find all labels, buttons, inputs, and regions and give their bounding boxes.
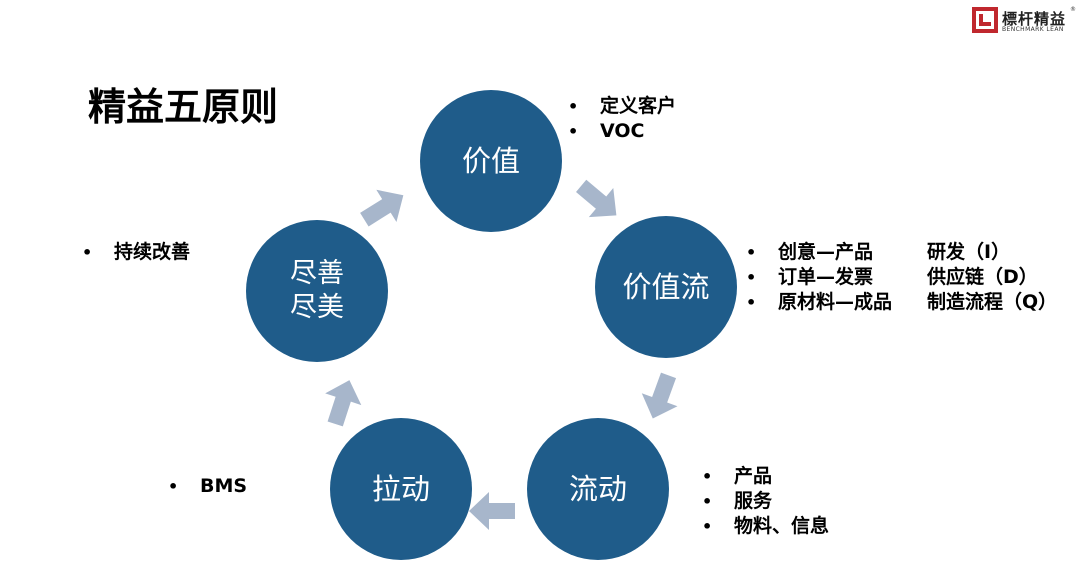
pull-bullet-list: BMS xyxy=(168,474,247,499)
node-pull: 拉动 xyxy=(330,418,472,560)
node-value-label: 价值 xyxy=(461,144,520,178)
list-item-right: 研发（I） xyxy=(927,241,1011,263)
list-item: 持续改善 xyxy=(82,240,190,265)
node-perfection: 尽善 尽美 xyxy=(246,220,388,362)
perfection-bullet-list: 持续改善 xyxy=(82,240,190,265)
list-item: BMS xyxy=(168,474,247,499)
arrow-flow-to-pull-icon xyxy=(469,492,515,530)
value-bullet-list: 定义客户 VOC xyxy=(568,94,676,144)
list-item: 物料、信息 xyxy=(702,514,829,539)
node-perfection-label-line1: 尽善 xyxy=(290,258,344,289)
list-item-left: 原材料—成品 xyxy=(778,291,893,313)
list-item: 定义客户 xyxy=(568,94,676,119)
node-flow-label: 流动 xyxy=(568,472,627,506)
node-value: 价值 xyxy=(420,90,562,232)
node-pull-label: 拉动 xyxy=(371,472,430,506)
list-item: 服务 xyxy=(702,489,829,514)
arrow-stream-to-flow-icon xyxy=(641,372,678,419)
brand-logo: 標杆精益 BENCHMARK LEAN ® xyxy=(972,6,1078,36)
list-item-left: 创意—产品 xyxy=(778,241,874,263)
list-item: 订单—发票 供应链（D） xyxy=(746,265,1057,290)
list-item: 产品 xyxy=(702,464,829,489)
logo-mark-icon xyxy=(972,7,998,33)
logo-registered-mark: ® xyxy=(1070,6,1076,13)
arrow-perfect-to-value-icon xyxy=(360,189,404,227)
node-flow: 流动 xyxy=(527,418,669,560)
list-item-left: 订单—发票 xyxy=(778,266,874,288)
list-item-right: 供应链（D） xyxy=(927,266,1038,288)
list-item-right: 制造流程（Q） xyxy=(927,291,1058,313)
page-title: 精益五原则 xyxy=(88,85,279,129)
logo-text-en: BENCHMARK LEAN xyxy=(1002,26,1064,33)
node-value-stream: 价值流 xyxy=(595,216,737,358)
logo-text-cn: 標杆精益 xyxy=(1002,10,1067,28)
list-item: VOC xyxy=(568,119,676,144)
value-stream-bullet-list: 创意—产品 研发（I） 订单—发票 供应链（D） 原材料—成品 制造流程（Q） xyxy=(746,240,1057,315)
arrow-value-to-stream-icon xyxy=(576,179,617,218)
list-item: 创意—产品 研发（I） xyxy=(746,240,1057,265)
list-item: 原材料—成品 制造流程（Q） xyxy=(746,290,1057,315)
flow-bullet-list: 产品 服务 物料、信息 xyxy=(702,464,829,539)
arrow-pull-to-perfect-icon xyxy=(325,380,362,427)
node-perfection-label-line2: 尽美 xyxy=(290,292,344,323)
node-value-stream-label: 价值流 xyxy=(622,270,710,304)
